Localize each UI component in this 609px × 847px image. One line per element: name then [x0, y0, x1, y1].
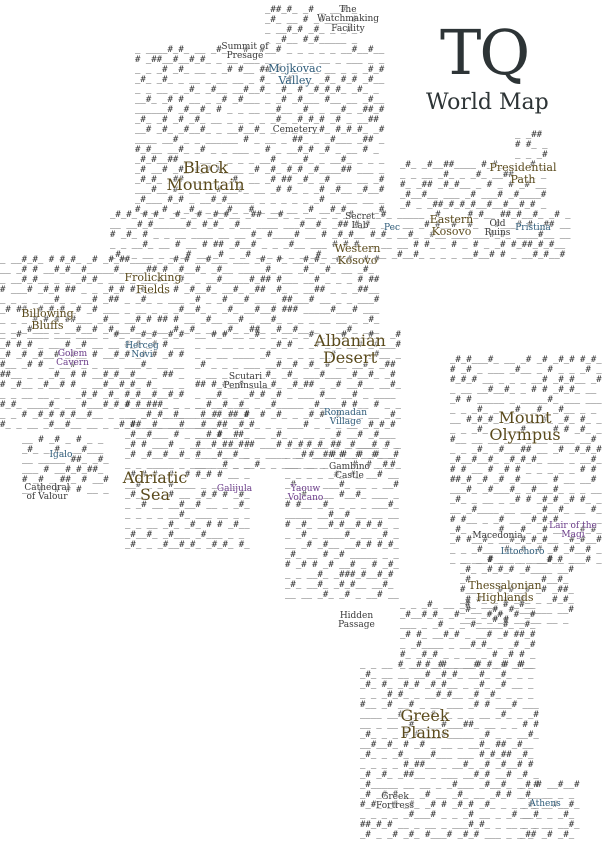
region-label-thessalonian: Thessalonian Highlands	[468, 579, 542, 604]
region-label-secret-lab: Secret Lab	[345, 212, 375, 232]
region-label-gambino: Gambino Castle	[329, 462, 370, 482]
terrain-tiles: _#_ _#__##____ #_#_ _ _ # _ _ _ __ _#_ _…	[400, 160, 547, 210]
region-label-frolicking: Frolicking Fields	[124, 271, 182, 296]
region-label-mojkovac: Mojkovac Valley	[268, 62, 322, 87]
region-label-hidden: Hidden Passage	[338, 611, 375, 631]
terrain-tiles: _##_#_ _# _ __# _ _#_ __ # _#_____# _ __…	[265, 5, 358, 45]
region-label-scutari: Scutari Peninsula	[223, 372, 268, 392]
terrain-tiles: _ _## # #_ _ _ _ _#	[515, 130, 548, 160]
region-label-albanian: Albanian Desert	[314, 331, 386, 367]
region-label-presidential: Presidential Path	[489, 161, 557, 186]
terrain-tiles: _# # __#__# _#____ _ _ _ _ __#__#_ __ _ …	[520, 780, 580, 840]
terrain-tiles: _#_#_ #_#_ _#_ _# _#_#__ _## __#_ _ __ _…	[110, 210, 571, 260]
region-label-black-mountain: Black Mountain	[166, 158, 245, 194]
region-label-eastern-kosovo: Eastern Kosovo	[429, 213, 474, 238]
region-label-adriatic: Adriatic Sea	[122, 468, 188, 504]
terrain-tiles: _#_ _# _# _#_ __ _ _ _ _ _#_ _#_#_# _# _…	[135, 115, 385, 215]
terrain-tiles: _ __#_#_ # #_#_ _# _#_##____ _ _#_# __#_…	[0, 255, 380, 335]
region-label-billowing: Billowing Bluffs	[21, 307, 74, 332]
region-label-old-ruins: Old Ruins	[484, 219, 511, 239]
terrain-tiles: __ #_# __ _#_ _ _ _ _# _ __#_ __#__ _# _…	[195, 330, 401, 470]
region-label-greek-plains: Greek Plains	[400, 706, 450, 742]
region-label-macedonia: Macedonia	[472, 531, 523, 541]
terrain-tiles: _ _# ____ ___ ____ _ #_ __#_# _#_# _# #_…	[0, 330, 185, 430]
region-label-pristina: Pristina	[515, 223, 551, 233]
terrain-tiles: _ _ #_#_ _ _#___# _ _ _ _# __##_#__#__#_…	[285, 440, 399, 600]
region-label-athens: Athens	[529, 799, 561, 809]
region-label-yaouw: Yaouw Volcano	[287, 484, 324, 504]
region-label-pec: Pec	[383, 223, 401, 233]
region-label-watchmaking: The Watchmaking Facility	[316, 5, 380, 34]
region-label-litochoro: Litochoro	[500, 547, 545, 557]
terrain-tiles: _ _ _#_ __ _#_ ___ # _#__ _#__#_#_ _# __…	[400, 600, 536, 670]
region-label-cemetery: Cemetery	[272, 125, 318, 135]
region-label-greek-fortress: Greek Fortress	[376, 792, 414, 812]
region-label-golem: Golem Cavern	[56, 349, 89, 369]
region-label-summit: Summit of Presage	[221, 42, 269, 62]
region-label-western-kosovo: Western Kosovo	[334, 242, 381, 267]
terrain-tiles: __ # _# _ # _ _ _#_ __#_ __#___ __ _____…	[22, 435, 109, 495]
region-label-olympus: Mount Olympus	[489, 408, 561, 444]
region-label-romadan: Romadan Village	[323, 408, 368, 428]
terrain-tiles: _#_#___#_ __ _# _# _#_# #_#_ # _# _ ___ …	[450, 355, 602, 565]
terrain-tiles: #____##_ _ _ _ # _# _# __ _ _#_ ____ __#…	[125, 400, 250, 550]
region-label-herceg: Herceg Novi	[125, 341, 159, 361]
region-label-igalo: Igalo	[49, 450, 73, 460]
terrain-tiles: _ ____#_#_ __ _#____#__#__# _ _ _ _ _ __…	[135, 45, 385, 115]
map-subtitle: World Map	[426, 90, 549, 115]
region-label-lair: Lair of the Magi	[549, 521, 597, 541]
terrain-tiles: __ _ # _ _ _ ___#_# _ _#_ _#_#_# _#____ …	[460, 555, 574, 625]
region-label-galijula: Galijula	[216, 484, 253, 494]
region-label-cathedral: Cathedral of Valour	[24, 483, 70, 503]
terrain-tiles: _ _ __ # ___#__#__ __#__ _# _#__ _#_ __ …	[360, 660, 539, 840]
map-title: TQ	[440, 16, 530, 89]
